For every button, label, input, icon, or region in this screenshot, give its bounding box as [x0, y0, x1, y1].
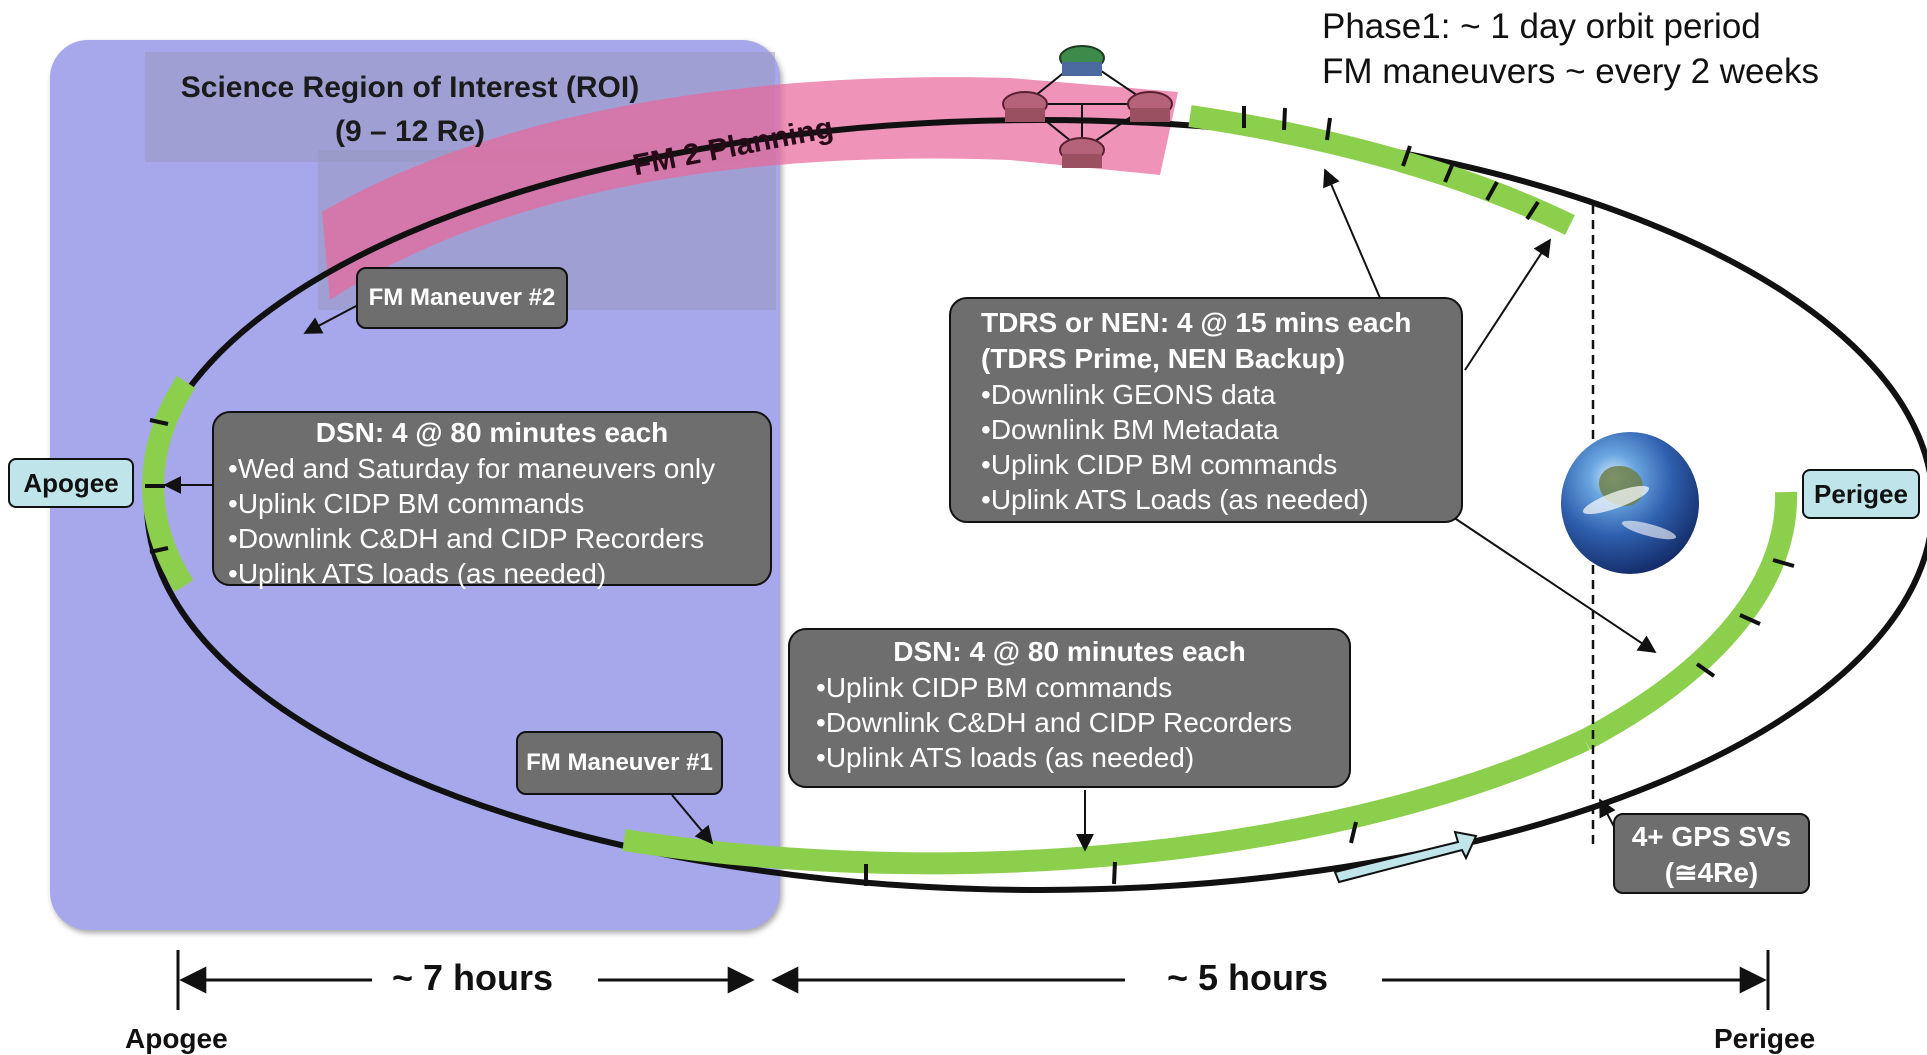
dsn-apogee-heading: DSN: 4 @ 80 minutes each	[315, 417, 669, 448]
tdrs-bullet: Downlink BM Metadata	[981, 412, 1431, 447]
fm-maneuver-2-label: FM Maneuver #2	[356, 267, 568, 329]
timeline-5-hours: ~ 5 hours	[1155, 957, 1341, 999]
phase-note-line2: FM maneuvers ~ every 2 weeks	[1322, 52, 1819, 91]
dsn-mid-bullet: Downlink C&DH and CIDP Recorders	[816, 705, 1323, 740]
tdrs-pointer-arrow-up	[1323, 168, 1381, 299]
dsn-apogee-box: DSN: 4 @ 80 minutes each Wed and Saturda…	[212, 411, 772, 589]
phase-note-line1: Phase1: ~ 1 day orbit period	[1322, 7, 1761, 46]
dsn-apogee-bullet: Uplink CIDP BM commands	[228, 486, 756, 521]
direction-arrow-icon	[1333, 830, 1478, 884]
tdrs-bullet: Uplink CIDP BM commands	[981, 447, 1431, 482]
perigee-orbit-label: Perigee	[1802, 469, 1920, 519]
roi-title-line2: (9 – 12 Re)	[334, 115, 486, 148]
gps-label-line2: (≅4Re)	[1664, 857, 1759, 888]
roi-title-line1: Science Region of Interest (ROI)	[180, 71, 640, 104]
tdrs-contact-segment	[1188, 105, 1575, 235]
spacecraft-formation-icon	[1002, 45, 1173, 168]
tdrs-nen-box: TDRS or NEN: 4 @ 15 mins each (TDRS Prim…	[949, 297, 1463, 523]
dsn-apogee-bullet: Downlink C&DH and CIDP Recorders	[228, 521, 756, 556]
timeline-apogee-label: Apogee	[125, 1023, 228, 1054]
dsn-apogee-bullet: Wed and Saturday for maneuvers only	[228, 451, 756, 486]
roi-title: Science Region of Interest (ROI) (9 – 12…	[160, 66, 660, 154]
tdrs-heading-line1: TDRS or NEN: 4 @ 15 mins each	[981, 307, 1412, 338]
gps-label: 4+ GPS SVs (≅4Re)	[1613, 813, 1810, 894]
dsn-mid-bullet: Uplink ATS loads (as needed)	[816, 740, 1323, 775]
dsn-mid-heading: DSN: 4 @ 80 minutes each	[893, 636, 1246, 667]
gps-label-line1: 4+ GPS SVs	[1631, 821, 1792, 852]
phase-note: Phase1: ~ 1 day orbit period FM maneuver…	[1322, 4, 1819, 94]
dsn-mid-bullet: Uplink CIDP BM commands	[816, 670, 1323, 705]
tdrs-heading-line2: (TDRS Prime, NEN Backup)	[981, 343, 1346, 374]
dsn-mid-box: DSN: 4 @ 80 minutes each Uplink CIDP BM …	[788, 628, 1351, 788]
timeline-7-hours: ~ 7 hours	[380, 957, 566, 999]
contact-segments	[142, 105, 1798, 875]
timeline-perigee-label: Perigee	[1714, 1023, 1816, 1054]
apogee-orbit-label: Apogee	[8, 458, 134, 508]
segment-gaps	[145, 106, 1795, 886]
tdrs-bullet: Downlink GEONS data	[981, 377, 1431, 412]
fm2-pointer-arrow	[303, 304, 359, 334]
tdrs-pointer-arrow-right	[1464, 238, 1551, 371]
earth-globe-icon	[1561, 432, 1699, 574]
dsn-apogee-bullet: Uplink ATS loads (as needed)	[228, 556, 756, 591]
apogee-contact-segment	[142, 376, 196, 592]
tdrs-bullet: Uplink ATS Loads (as needed)	[981, 482, 1431, 517]
fm1-pointer-arrow	[671, 794, 714, 845]
fm-maneuver-1-label: FM Maneuver #1	[516, 731, 723, 795]
timeline	[176, 950, 1770, 1010]
perigee-contact-segment	[1579, 491, 1798, 750]
tdrs-pointer-arrow-down	[1449, 514, 1657, 654]
fm-planning-band	[322, 77, 1178, 300]
dsn-mid-contact-segment	[622, 730, 1590, 875]
